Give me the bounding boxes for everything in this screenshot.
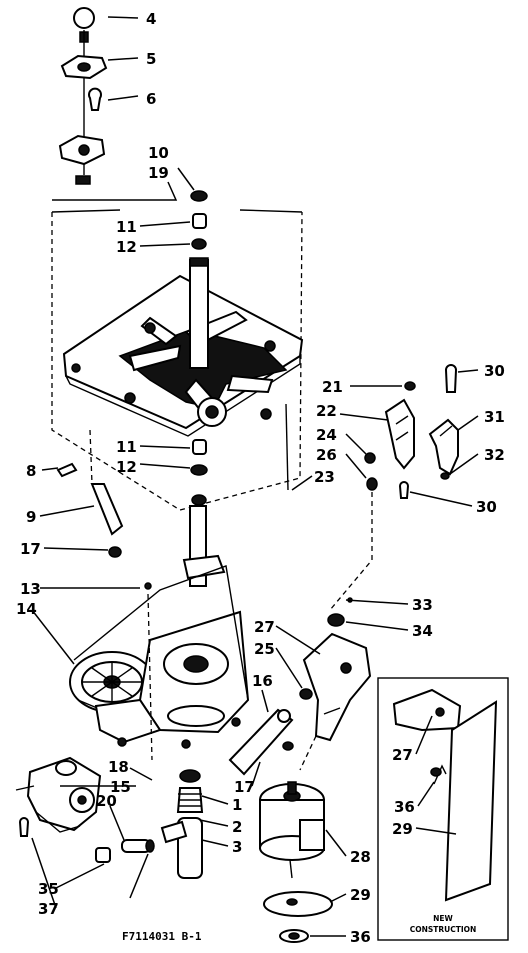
transmission-mounting-plate [51,209,304,511]
inset-label-construction: CONSTRUCTION [410,925,477,934]
callout-21: 21 [322,378,343,396]
drive-tube-parts [160,769,204,879]
callout-11-lower: 11 [116,438,137,456]
callout-35: 35 [38,880,59,898]
callout-10: 10 [148,144,169,162]
callout-22: 22 [316,402,337,420]
callout-6: 6 [146,90,156,108]
callout-4: 4 [146,10,156,28]
drive-motor [259,781,325,879]
callout-2: 2 [232,818,242,836]
callout-29-inset: 29 [392,820,413,838]
callout-17-lower: 17 [234,778,255,796]
callout-32: 32 [484,446,505,464]
figure-id: F7114031 B-1 [122,930,202,943]
callout-25: 25 [254,640,275,658]
callout-11-upper: 11 [116,218,137,236]
callout-36-inset: 36 [394,798,415,816]
agitator-rod-assembly [58,7,108,185]
callout-18: 18 [108,758,129,776]
callout-12-lower: 12 [116,458,137,476]
callout-30-lower: 30 [476,498,497,516]
callout-12-upper: 12 [116,238,137,256]
callout-30-upper: 30 [484,362,505,380]
callout-3: 3 [232,838,242,856]
inset-label-new: NEW [433,914,453,923]
callout-15: 15 [110,778,131,796]
callout-27-main: 27 [254,618,275,636]
callout-1: 1 [232,796,242,814]
callout-16: 16 [252,672,273,690]
hose-couplings [95,839,155,863]
new-construction-inset: NEW CONSTRUCTION [377,677,509,941]
callout-19: 19 [148,164,169,182]
water-pump [15,756,102,837]
callout-24: 24 [316,426,337,444]
callout-13: 13 [20,580,41,598]
motor-bracket [299,597,372,771]
motor-pulley [263,891,333,943]
callout-8: 8 [26,462,36,480]
callout-14: 14 [16,600,37,618]
left-bracket-parts [56,429,124,558]
transmission-gearcase [69,505,250,761]
motor-mount-brackets [329,364,459,611]
upper-bushings [190,190,208,250]
callout-31: 31 [484,408,505,426]
callout-29-main: 29 [350,886,371,904]
callout-36-main: 36 [350,928,371,946]
callout-5: 5 [146,50,156,68]
callout-23: 23 [314,468,335,486]
callout-numbers: 4 5 6 10 19 11 12 11 12 23 21 22 24 26 3… [16,10,505,946]
callout-37: 37 [38,900,59,918]
callout-17-upper: 17 [20,540,41,558]
callout-26: 26 [316,446,337,464]
callout-9: 9 [26,508,36,526]
lower-bushings [190,439,208,506]
shift-lever [228,688,313,776]
callout-27-inset: 27 [392,746,413,764]
callout-20: 20 [96,792,117,810]
callout-leaders [31,16,479,937]
callout-33: 33 [412,596,433,614]
callout-34: 34 [412,622,433,640]
callout-28: 28 [350,848,371,866]
